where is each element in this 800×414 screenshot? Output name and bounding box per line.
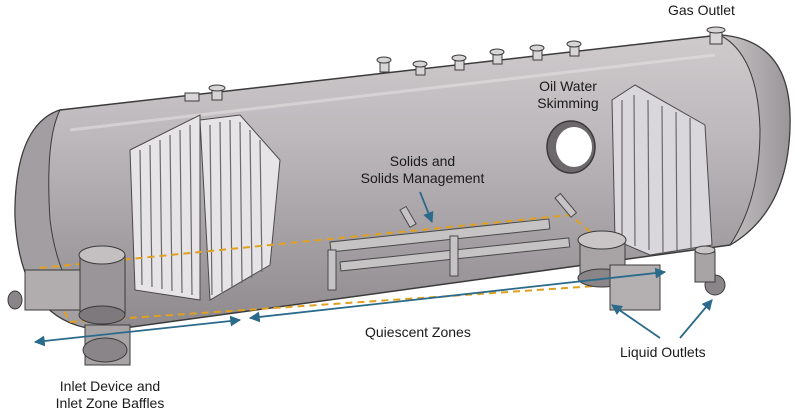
top-nozzles bbox=[184, 26, 726, 102]
solids-arrow bbox=[419, 191, 434, 224]
liquid-outlet-arrow-right bbox=[679, 299, 713, 339]
liquid-outlet-arrow-left bbox=[611, 304, 661, 339]
gas-outlet-label: Gas Outlet bbox=[668, 2, 735, 18]
quiescent-zones-label: Quiescent Zones bbox=[365, 324, 471, 340]
skimming-baffle bbox=[611, 84, 713, 256]
inlet-zone-baffles bbox=[129, 114, 281, 301]
solids-management-label: Solids and Solids Management bbox=[360, 153, 485, 186]
annotation-arrows bbox=[33, 191, 713, 347]
quiescent-arrow-right bbox=[248, 267, 667, 323]
manway-opening bbox=[546, 120, 596, 174]
quiescent-arrow-left bbox=[33, 315, 242, 347]
oil-water-skimming-label: Oil Water Skimming bbox=[537, 78, 599, 111]
inlet-device-label: Inlet Device and Inlet Zone Baffles bbox=[55, 378, 165, 411]
liquid-outlets-label: Liquid Outlets bbox=[620, 344, 706, 360]
